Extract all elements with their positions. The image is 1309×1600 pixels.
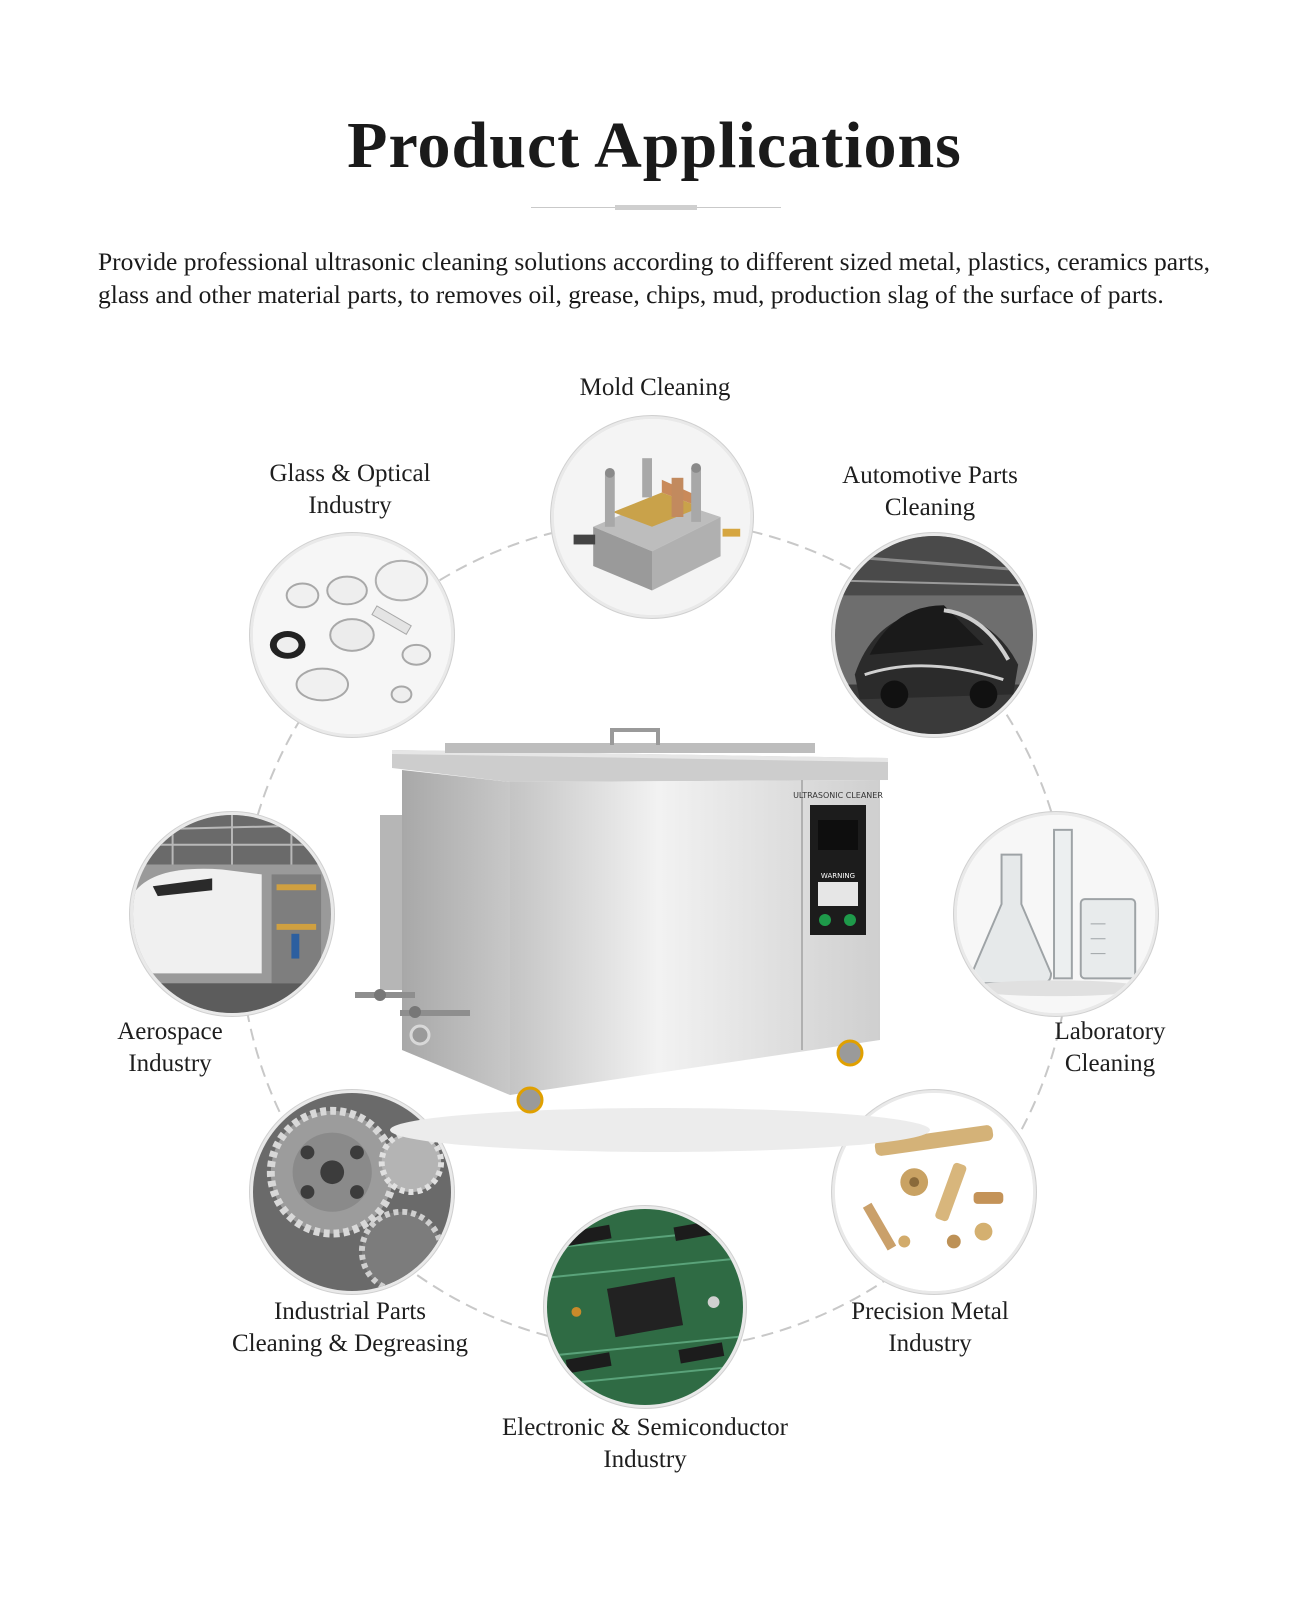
electronic-image — [544, 1206, 746, 1408]
aerospace-image — [130, 812, 334, 1016]
glass-optical-image — [250, 533, 454, 737]
label-mold-cleaning: Mold Cleaning — [579, 374, 731, 401]
intro-paragraph: Provide professional ultrasonic cleaning… — [98, 247, 1211, 309]
page-title: Product Applications — [347, 109, 962, 182]
mold-image — [551, 416, 753, 618]
panel-warning: WARNING — [821, 872, 855, 880]
power-button — [819, 914, 831, 926]
industrial-gears-image — [250, 1090, 454, 1294]
automotive-image — [832, 533, 1036, 737]
laboratory-image — [954, 812, 1158, 1016]
ultrasonic-cleaner-image: ULTRASONIC CLEANER WARNING — [355, 728, 930, 1152]
start-button — [844, 914, 856, 926]
title-divider — [531, 205, 781, 210]
panel-heading: ULTRASONIC CLEANER — [793, 791, 883, 800]
